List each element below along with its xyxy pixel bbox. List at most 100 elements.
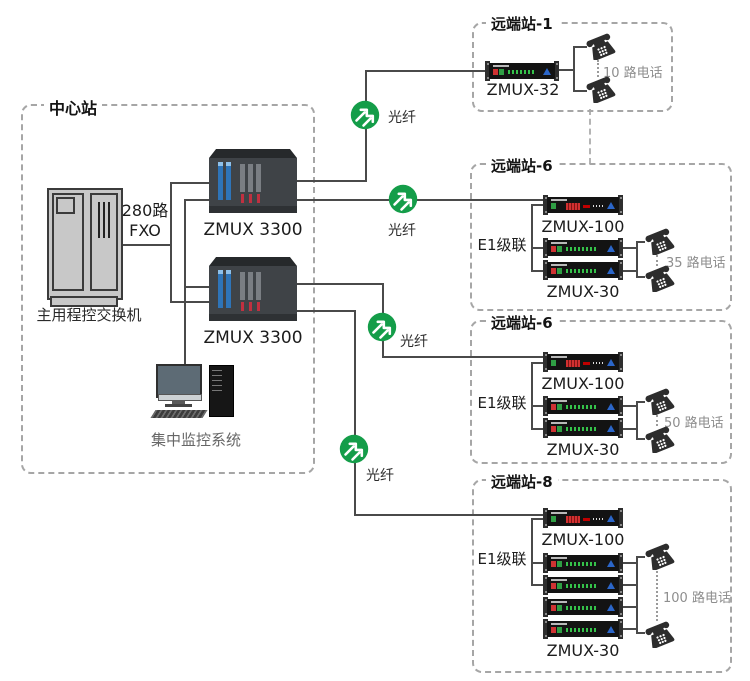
screw-hole <box>619 240 622 242</box>
red-indicator <box>257 302 260 311</box>
phone-line <box>636 632 645 634</box>
phone-line <box>623 247 636 249</box>
red-led-grid <box>566 516 580 523</box>
screw-hole <box>619 412 622 414</box>
green-led-row <box>566 269 598 273</box>
chassis-top <box>209 257 297 266</box>
phone-line <box>636 241 645 243</box>
connection-line <box>170 182 209 184</box>
panel-text <box>551 579 567 581</box>
gray-card <box>240 164 245 192</box>
phone-count-label: 100 路电话 <box>663 591 731 606</box>
panel-text <box>551 356 567 358</box>
rack-ear <box>543 508 548 528</box>
zmux-30-device <box>543 597 623 617</box>
rack-ear <box>618 619 623 639</box>
phone-line <box>573 90 587 92</box>
fiber-line <box>297 199 543 201</box>
fiber-label: 光纤 <box>366 468 394 484</box>
panel-text <box>551 512 567 514</box>
screw-hole <box>619 569 622 571</box>
rack-ear <box>543 352 548 372</box>
chassis-body <box>209 266 297 321</box>
green-led <box>499 69 504 75</box>
brand-logo <box>607 202 615 209</box>
brand-logo <box>607 403 615 410</box>
screw-hole <box>544 569 547 571</box>
brand-logo <box>607 359 615 366</box>
green-led <box>557 268 562 274</box>
cascade-line <box>531 518 543 520</box>
screw-hole <box>544 635 547 637</box>
screw-hole <box>619 398 622 400</box>
fiber-line <box>297 283 384 285</box>
red-led <box>551 561 556 567</box>
chassis-top <box>209 149 297 158</box>
phone-count-label: 35 路电话 <box>666 256 726 271</box>
gray-card <box>248 272 253 300</box>
fiber-line <box>297 180 367 182</box>
screw-hole <box>619 434 622 436</box>
phone-line <box>636 276 645 278</box>
screw-hole <box>544 412 547 414</box>
rack-ear <box>618 396 623 416</box>
phone-icon <box>643 620 678 655</box>
screw-hole <box>619 420 622 422</box>
phone-icon <box>643 227 678 262</box>
phone-line <box>559 69 573 71</box>
connection-line <box>170 301 209 303</box>
fiber-label: 光纤 <box>388 110 416 126</box>
phone-line <box>636 401 638 440</box>
remote-station-3-box <box>470 320 732 464</box>
fiber-label: 光纤 <box>388 223 416 239</box>
rack-ear <box>618 352 623 372</box>
panel-text <box>551 623 567 625</box>
red-arrow-mark <box>583 205 590 208</box>
green-led-row <box>566 427 598 431</box>
screw-hole <box>619 276 622 278</box>
green-led <box>557 627 562 633</box>
panel-text <box>493 65 509 67</box>
gray-card <box>248 164 253 192</box>
green-led-row <box>566 606 598 610</box>
red-indicator <box>249 302 252 311</box>
green-led-row <box>508 70 534 74</box>
phone-icon <box>643 425 678 460</box>
red-led-grid <box>566 203 580 210</box>
connection-line <box>170 182 172 303</box>
screw-hole <box>544 510 547 512</box>
blue-card <box>218 162 223 200</box>
zmux-3300-device-1 <box>209 149 297 213</box>
cabinet-vents <box>98 202 111 238</box>
screw-hole <box>544 211 547 213</box>
remote-station-1-box <box>472 22 673 112</box>
green-led <box>551 203 556 209</box>
zmux-30-device <box>543 418 623 438</box>
red-led <box>551 583 556 589</box>
screw-hole <box>544 276 547 278</box>
panel-text <box>551 422 567 424</box>
fiber-icon <box>349 99 381 134</box>
fiber-icon <box>387 183 419 218</box>
red-led <box>551 246 556 252</box>
red-indicator <box>249 194 252 203</box>
phone-ellipsis-line <box>656 415 658 426</box>
screw-hole <box>619 577 622 579</box>
screw-hole <box>544 420 547 422</box>
screw-hole <box>544 254 547 256</box>
zmux-3300-device-2 <box>209 257 297 321</box>
fiber-line <box>382 356 543 358</box>
rack-ear <box>543 575 548 595</box>
phone-line <box>636 556 638 634</box>
rack-ear <box>618 195 623 215</box>
screw-hole <box>619 368 622 370</box>
screw-hole <box>619 354 622 356</box>
phone-line <box>623 562 636 564</box>
screw-hole <box>544 354 547 356</box>
screw-hole <box>486 63 489 65</box>
red-led <box>551 404 556 410</box>
rack-ear <box>543 418 548 438</box>
zmux-30-label: ZMUX-30 <box>546 641 620 660</box>
screw-hole <box>544 197 547 199</box>
brand-logo <box>607 582 615 589</box>
